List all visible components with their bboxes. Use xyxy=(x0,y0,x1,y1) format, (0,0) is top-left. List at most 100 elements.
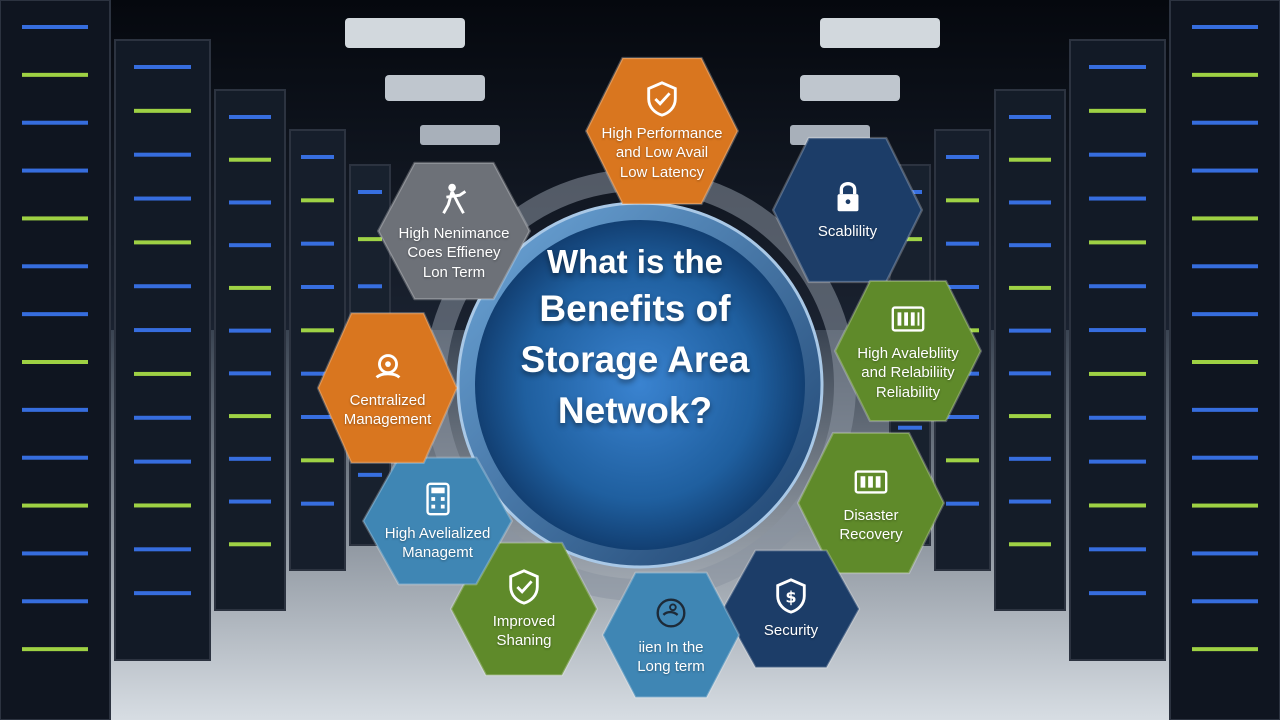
server-led xyxy=(1009,414,1051,419)
hexagon-shape xyxy=(584,56,740,206)
benefit-label-line: Recovery xyxy=(839,526,903,543)
server-led xyxy=(1009,285,1051,290)
server-led xyxy=(301,371,334,376)
server-led xyxy=(134,65,191,69)
benefit-label: Security xyxy=(764,621,818,640)
server-led xyxy=(134,240,191,245)
server-led xyxy=(22,551,88,556)
server-led xyxy=(22,455,88,460)
server-led xyxy=(1192,168,1258,173)
benefit-label-line: Managemt xyxy=(402,544,473,561)
shield-check-icon xyxy=(641,80,683,118)
server-led xyxy=(358,284,382,289)
padlock-icon xyxy=(827,178,869,216)
ceiling-light xyxy=(345,18,465,48)
server-led xyxy=(301,328,334,333)
svg-text:$: $ xyxy=(785,588,796,607)
check-shield-icon xyxy=(503,568,545,606)
server-led xyxy=(22,72,88,77)
benefit-label-line: Improved xyxy=(492,612,556,630)
server-array-icon xyxy=(887,300,929,338)
benefit-label-line: High Avelialized xyxy=(384,524,491,542)
hexagon-shape xyxy=(361,456,514,586)
benefit-content: $ Security xyxy=(720,577,862,640)
server-led xyxy=(134,547,191,552)
benefit-label-line: High Nenimance xyxy=(398,225,510,243)
server-led xyxy=(229,157,271,162)
hexagon-shape xyxy=(449,541,599,677)
server-led xyxy=(1089,65,1146,69)
server-led xyxy=(1192,25,1258,29)
server-led xyxy=(301,458,334,463)
server-led xyxy=(1089,240,1146,245)
server-led xyxy=(1089,108,1146,113)
server-led xyxy=(358,472,382,477)
person-figure-icon xyxy=(433,180,475,218)
server-led xyxy=(134,152,191,157)
server-led xyxy=(1089,591,1146,596)
gear-hand-icon xyxy=(367,347,409,385)
server-led xyxy=(22,599,88,604)
hexagon-shape xyxy=(376,161,532,301)
server-led xyxy=(1089,459,1146,464)
server-led xyxy=(1192,216,1258,221)
benefit-label-line: Lon Term xyxy=(422,263,486,281)
backup-drives-icon xyxy=(850,462,892,500)
hand-coin-icon xyxy=(650,594,692,632)
server-led xyxy=(946,241,979,246)
benefit-label-line: Centralized xyxy=(349,391,426,409)
server-led xyxy=(358,237,382,242)
server-led xyxy=(134,371,191,376)
ceiling-light xyxy=(385,75,485,101)
benefit-label-line: High Performance xyxy=(601,125,723,143)
server-led xyxy=(1009,371,1051,376)
server-led xyxy=(134,328,191,333)
hexagon-shape xyxy=(796,431,946,575)
benefit-label-line: Shaning xyxy=(496,632,552,649)
benefit-hexagon: Scablility xyxy=(770,135,925,285)
title-line-1: What is the xyxy=(546,243,723,280)
server-led xyxy=(22,360,88,364)
server-rack xyxy=(994,89,1066,611)
server-led xyxy=(301,198,334,203)
server-led xyxy=(301,285,334,289)
server-led xyxy=(1192,503,1258,508)
benefit-hexagon: $ Security xyxy=(720,548,862,670)
server-led xyxy=(134,459,191,464)
server-led xyxy=(229,414,271,419)
hexagon-shape xyxy=(833,279,983,423)
benefit-label-line: Scablility xyxy=(817,223,878,241)
server-led xyxy=(1192,120,1258,125)
benefit-label-line: High Avalebliity xyxy=(857,345,959,363)
server-led xyxy=(301,241,334,246)
server-led xyxy=(134,503,191,508)
ceiling-light xyxy=(820,18,940,48)
benefit-label-line: Security xyxy=(763,622,819,640)
server-led xyxy=(229,371,271,376)
server-led xyxy=(134,591,191,596)
title-line-4: Netwok? xyxy=(557,390,713,431)
server-rack xyxy=(214,89,286,611)
server-led xyxy=(229,243,271,248)
server-led xyxy=(1192,264,1258,269)
server-led xyxy=(1192,599,1258,604)
server-led xyxy=(229,499,271,504)
benefit-label-line: Management xyxy=(343,411,432,428)
server-led xyxy=(1192,647,1258,652)
server-led xyxy=(301,155,334,159)
server-led xyxy=(1089,196,1146,201)
